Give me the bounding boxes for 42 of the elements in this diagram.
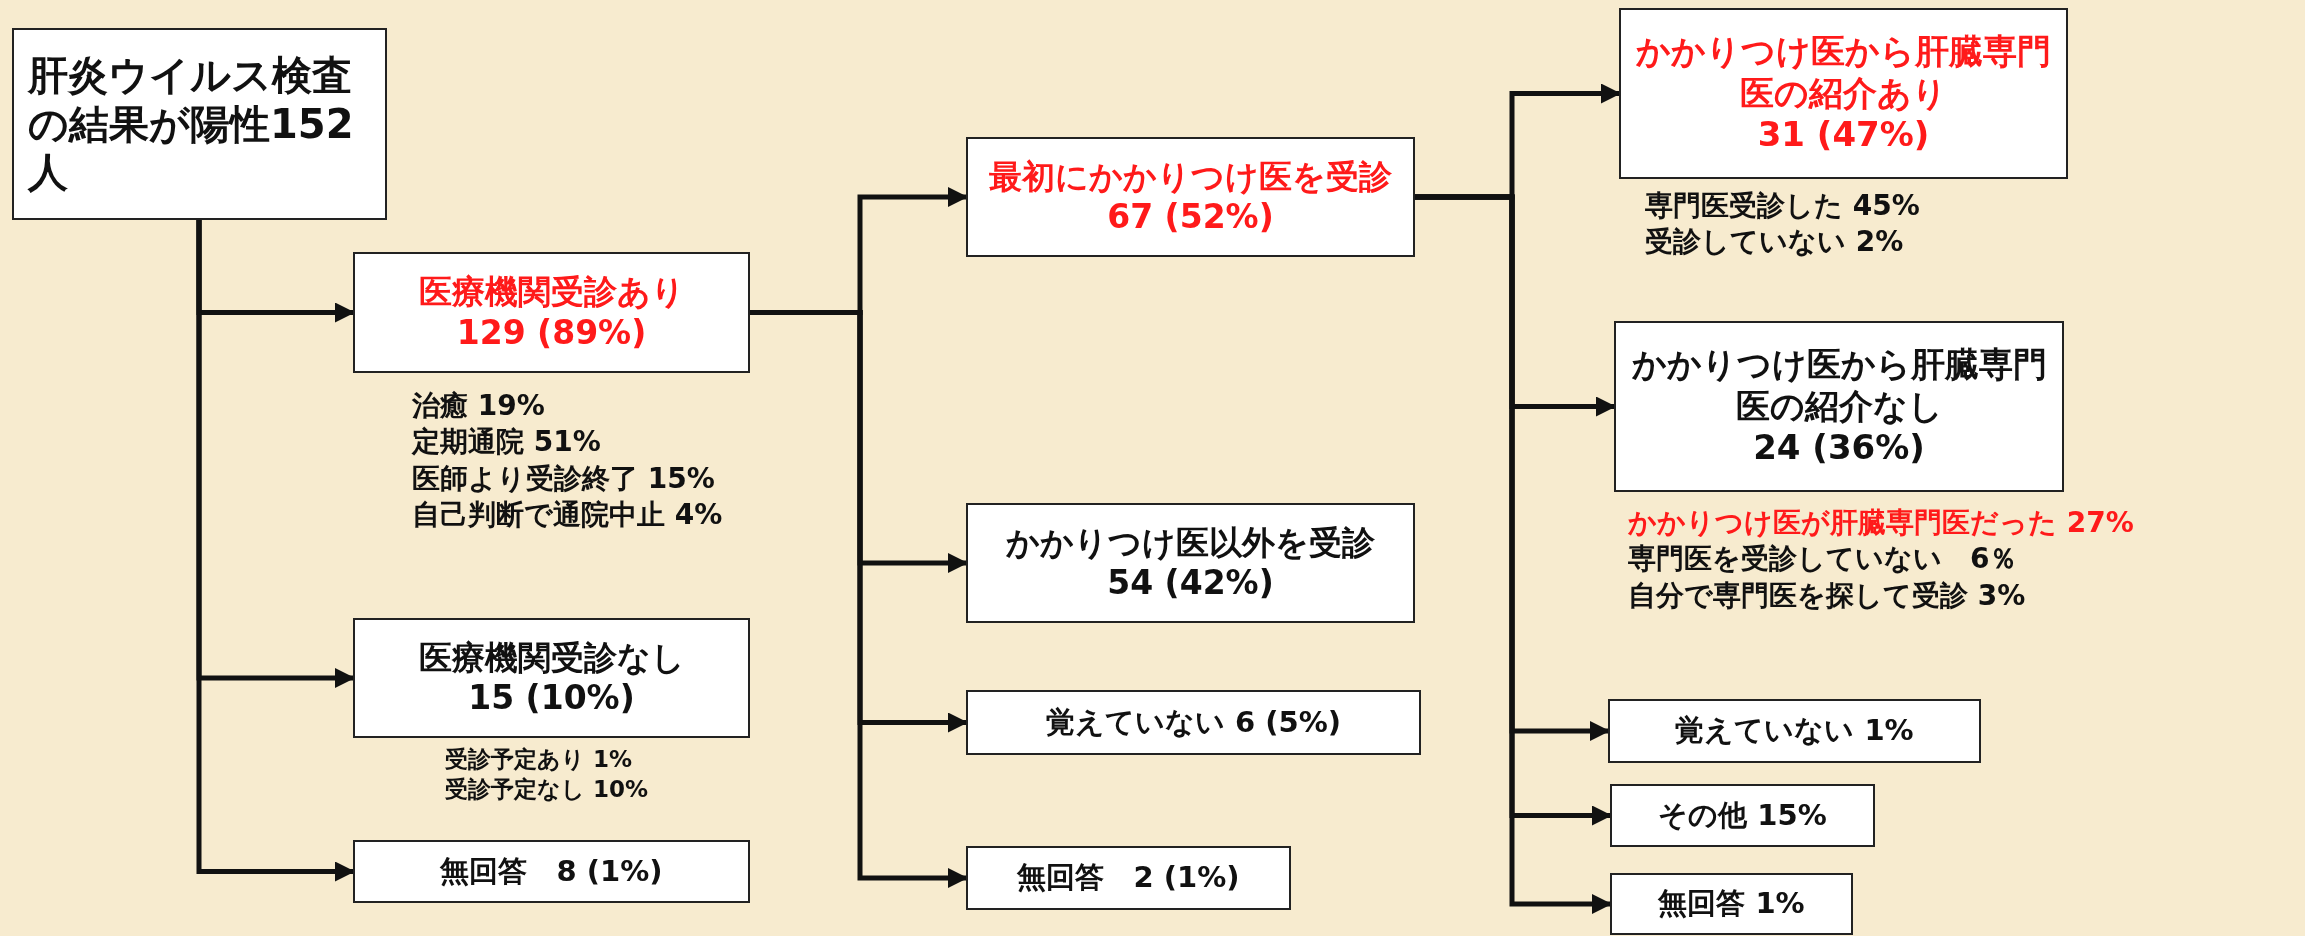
box-text: 覚えていない 6 (5%)	[1045, 704, 1342, 741]
box-text: 無回答 1%	[1658, 886, 1805, 922]
process-box	[353, 252, 750, 373]
note-text: 自分で専門医を探して受診 3%	[1628, 577, 2026, 614]
box-text: かかりつけ医以外を受診 54 (42%)	[1005, 522, 1376, 604]
box-text: 24 (36%)	[1753, 427, 1925, 469]
note-text: かかりつけ医が肝臓専門医だった 27%	[1628, 505, 2134, 541]
process-box	[1619, 8, 2068, 179]
note-text: 専門医受診した 45%	[1645, 188, 1920, 224]
box-text: 覚えていない 1%	[1675, 713, 1914, 749]
box-text: 無回答 8 (1%)	[440, 853, 663, 890]
process-box	[353, 618, 750, 738]
box-text: 肝炎ウイルス検査の結果が陽性152人	[28, 50, 355, 198]
process-box	[1610, 873, 1853, 935]
note-text: 受診予定なし 10%	[445, 774, 649, 804]
box-text: かかりつけ医から肝臓専門医の紹介なし	[1630, 344, 2048, 428]
process-box	[1614, 321, 2064, 492]
note-text: 自己判断で通院中止 4%	[412, 497, 723, 534]
note-text: 治癒 19%	[412, 388, 545, 424]
box-text: 無回答 2 (1%)	[1017, 860, 1240, 896]
note-text: 医師より受診終了 15%	[412, 460, 715, 497]
process-box	[12, 28, 387, 220]
process-box	[1608, 699, 1981, 763]
note-text: 定期通院 51%	[412, 424, 601, 461]
box-text: 15 (10%)	[468, 678, 635, 719]
note-text: 専門医を受診していない 6％	[1628, 541, 2018, 578]
box-text: 医療機関受診なし	[418, 637, 685, 678]
box-text: その他 15%	[1658, 797, 1827, 834]
note-text: 受診していない 2%	[1645, 224, 1904, 261]
process-box	[966, 690, 1421, 755]
process-box	[353, 840, 750, 903]
box-text: 医療機関受診あり	[418, 272, 685, 313]
box-text: 129 (89%)	[456, 312, 647, 353]
box-text: 31 (47%)	[1757, 114, 1930, 156]
process-box	[1610, 784, 1875, 847]
box-text: 最初にかかりつけ医を受診 67 (52%)	[988, 156, 1393, 238]
box-text: かかりつけ医から肝臓専門医の紹介あり	[1635, 31, 2052, 115]
process-box	[966, 503, 1415, 623]
arrow	[196, 220, 355, 882]
note-text: 受診予定あり 1%	[445, 745, 633, 774]
process-box	[966, 137, 1415, 257]
process-box	[966, 846, 1291, 910]
